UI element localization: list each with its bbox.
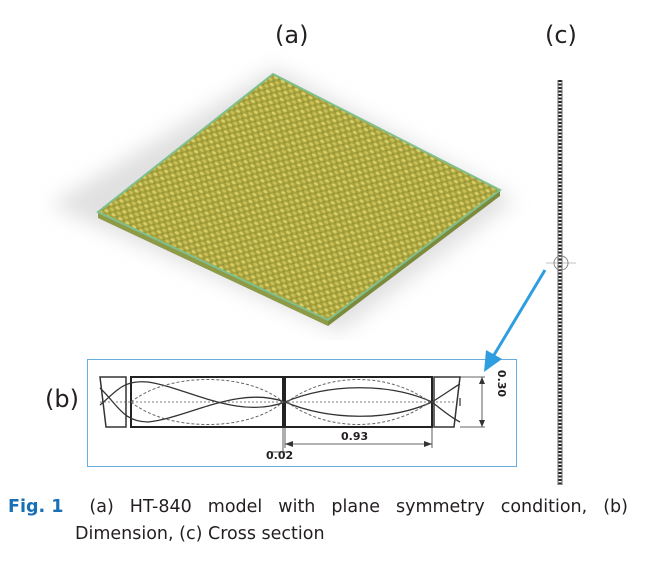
cross-section-image (540, 75, 580, 494)
dimension-drawing: 0.93 0.02 0.30 (87, 359, 517, 467)
fig-label: Fig. 1 (8, 497, 64, 517)
caption-word: (b) (603, 497, 628, 517)
caption-line-1: Fig. 1 (a) HT-840 model with plane symme… (8, 494, 628, 521)
caption-word: (a) (89, 497, 114, 517)
figure-caption: Fig. 1 (a) HT-840 model with plane symme… (8, 494, 628, 548)
width-dimension-label: 0.93 (341, 430, 369, 443)
caption-word: condition, (500, 497, 588, 517)
panel-label-c: (c) (545, 21, 577, 49)
pointer-arrow (470, 250, 560, 384)
woven-model-image (40, 50, 540, 340)
panel-label-a: (a) (275, 21, 309, 49)
caption-word: plane (331, 497, 380, 517)
caption-line-2: Dimension, (c) Cross section (75, 524, 325, 544)
caption-word: HT-840 (129, 497, 192, 517)
gap-dimension-label: 0.02 (266, 449, 294, 462)
caption-word: model (207, 497, 263, 517)
caption-word: symmetry (395, 497, 485, 517)
caption-word: with (278, 497, 316, 517)
panel-label-b: (b) (45, 385, 79, 413)
